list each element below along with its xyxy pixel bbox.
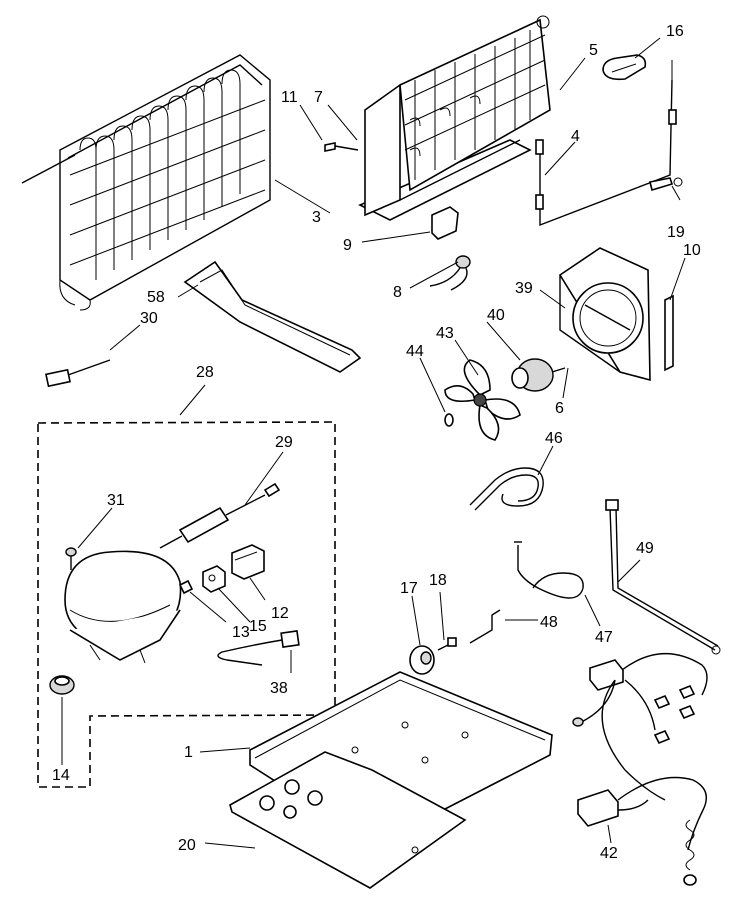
start-relay xyxy=(231,544,265,580)
callout-12: 12 xyxy=(271,605,289,622)
roller-screw xyxy=(437,637,457,651)
clip xyxy=(649,177,683,192)
tube-loop xyxy=(469,467,544,511)
drain-pan xyxy=(183,260,362,373)
callout-38: 38 xyxy=(270,680,288,697)
callout-13: 13 xyxy=(232,624,250,641)
compressor xyxy=(64,550,182,664)
callout-3: 3 xyxy=(312,209,321,226)
callout-4: 4 xyxy=(571,128,580,145)
relay-capacitor xyxy=(159,482,281,549)
callout-7: 7 xyxy=(314,89,323,106)
grommet-bottom xyxy=(49,675,75,695)
insulation-panel xyxy=(229,751,467,889)
condenser-coil xyxy=(21,54,271,311)
callout-19: 19 xyxy=(667,224,685,241)
cover-clip xyxy=(178,579,194,595)
wire-harness xyxy=(572,653,708,886)
short-tube xyxy=(469,609,501,644)
callout-9: 9 xyxy=(343,237,352,254)
callout-58: 58 xyxy=(147,289,165,306)
callout-43: 43 xyxy=(436,325,454,342)
callout-10: 10 xyxy=(683,242,701,259)
callout-40: 40 xyxy=(487,307,505,324)
callout-8: 8 xyxy=(393,284,402,301)
callout-29: 29 xyxy=(275,434,293,451)
callout-11: 11 xyxy=(281,89,298,106)
callout-48: 48 xyxy=(540,614,558,631)
tube-assembly xyxy=(514,541,584,599)
power-cord xyxy=(217,630,300,666)
callout-49: 49 xyxy=(636,540,654,557)
fan-blade xyxy=(444,359,521,441)
callout-31: 31 xyxy=(107,492,125,509)
callout-42: 42 xyxy=(600,845,618,862)
callout-47: 47 xyxy=(595,629,613,646)
grommet-top xyxy=(65,547,77,570)
fan-motor xyxy=(511,358,566,392)
long-tube xyxy=(605,499,721,655)
fan-shroud xyxy=(558,247,651,382)
callout-39: 39 xyxy=(515,280,533,297)
callout-16: 16 xyxy=(666,23,684,40)
callout-5: 5 xyxy=(589,42,598,59)
leader-lines xyxy=(61,37,686,849)
callout-44: 44 xyxy=(406,343,424,360)
evaporator xyxy=(358,15,551,221)
roller xyxy=(409,645,435,675)
nut xyxy=(444,413,454,427)
overload-protector xyxy=(202,565,226,593)
callout-17: 17 xyxy=(400,580,418,597)
callout-14: 14 xyxy=(52,767,70,784)
screw xyxy=(324,142,359,152)
cover-part xyxy=(602,54,647,81)
thermistor xyxy=(429,255,471,291)
callout-20: 20 xyxy=(178,837,196,854)
cable-connector xyxy=(45,359,111,388)
callout-28: 28 xyxy=(196,364,214,381)
callout-18: 18 xyxy=(429,572,447,589)
strip xyxy=(664,294,674,372)
callout-46: 46 xyxy=(545,430,563,447)
defrost-heater xyxy=(535,60,677,227)
callout-1: 1 xyxy=(184,744,193,761)
callouts: 1 3 4 5 6 7 8 9 10 11 12 13 14 15 16 17 … xyxy=(52,23,701,862)
callout-6: 6 xyxy=(555,400,564,417)
bracket xyxy=(431,206,459,240)
callout-30: 30 xyxy=(140,310,158,327)
callout-15: 15 xyxy=(249,618,267,635)
